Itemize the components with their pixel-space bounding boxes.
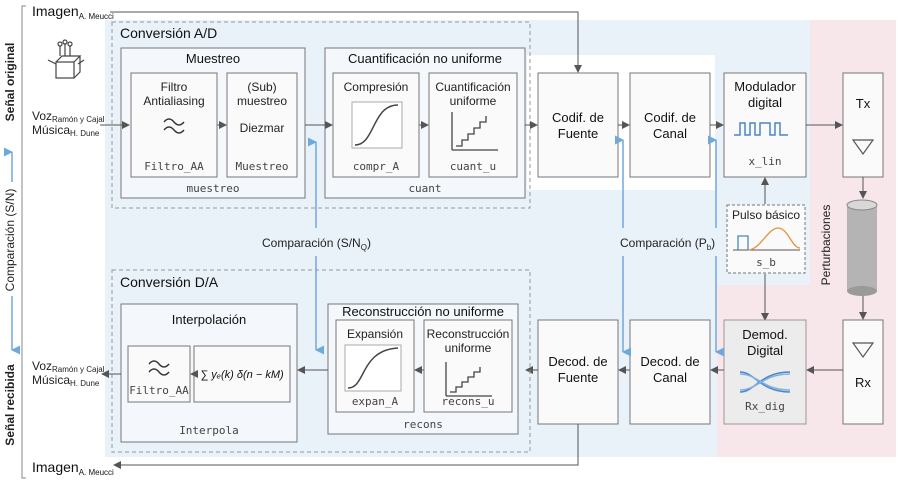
basic-pulse-block[interactable] — [726, 204, 806, 274]
uniform-reconstruction-code: recons_u — [442, 395, 495, 408]
uniform-quantization-code: cuant_u — [450, 160, 496, 173]
channel-decoder-block[interactable] — [629, 319, 711, 425]
da-conversion-title: Conversión D/A — [120, 274, 219, 290]
uniform-quantization-label-1: Cuantificación — [435, 80, 510, 94]
demodulator-block[interactable] — [723, 319, 807, 425]
modulator-label-2: digital — [748, 95, 782, 110]
tx-label: Tx — [856, 96, 871, 111]
ad-conversion-box — [111, 21, 531, 209]
source-coder-label-1: Codif. de — [552, 110, 604, 125]
demodulator-code: Rx_dig — [745, 400, 785, 413]
snq-comparison-label: Comparación (S/NQ) — [262, 236, 371, 252]
demodulator-label-1: Demod. — [742, 327, 788, 342]
interpolation-formula: ∑ yₑ(k) δ(n − kM) — [200, 369, 284, 381]
demodulator-label-2: Digital — [747, 343, 783, 358]
source-coder-label-2: Fuente — [558, 126, 598, 141]
channel-decoder-label-2: Canal — [653, 370, 687, 385]
da-conversion-box — [111, 269, 531, 453]
rx-block[interactable] — [842, 319, 884, 425]
reconstruction-filter-code: Filtro_AA — [129, 384, 189, 397]
image-in-label: ImagenA. Meucci — [32, 3, 114, 21]
compression-curve-icon — [351, 101, 403, 149]
pulse-shape-icon — [733, 227, 801, 251]
uniform-quantization-block[interactable] — [428, 72, 518, 178]
rx-antenna-icon — [851, 342, 875, 359]
image-out-line — [113, 424, 579, 469]
image-in-line — [110, 11, 582, 73]
uniform-reconstruction-label-2: uniforme — [445, 341, 492, 355]
sampling-code: muestreo — [187, 182, 240, 195]
subsampling-label-2: muestreo — [237, 94, 287, 108]
source-decoder-label-2: Fuente — [558, 370, 598, 385]
left-bracket — [21, 5, 26, 479]
microphone-chip-icon — [47, 39, 85, 79]
output-voice-label: VozRamón y Cajal — [32, 359, 105, 374]
reconstruction-code: recons — [403, 418, 443, 431]
expansion-code: expan_A — [352, 395, 399, 408]
expansion-curve-icon — [344, 344, 402, 392]
basic-pulse-title: Pulso básico — [732, 208, 800, 222]
lowpass-filter-icon — [163, 118, 185, 134]
source-decoder-block[interactable] — [537, 319, 619, 425]
quantization-title: Cuantificación no uniforme — [348, 51, 502, 66]
source-coder-block[interactable] — [537, 72, 619, 178]
subsampling-block[interactable] — [226, 72, 298, 178]
subsampling-code: Muestreo — [236, 160, 289, 173]
antialias-filter-label-2: Antialiasing — [143, 94, 204, 108]
quantization-code: cuant — [408, 182, 441, 195]
channel-cylinder-icon — [846, 199, 878, 296]
channel-coder-block[interactable] — [629, 72, 711, 178]
channel-coder-label-2: Canal — [653, 126, 687, 141]
uniform-quantization-label-2: uniforme — [450, 94, 497, 108]
side-label-original: Señal original — [3, 43, 17, 122]
perturbations-label: Perturbaciones — [819, 205, 833, 286]
input-music-label: MúsicaH. Dune — [32, 123, 100, 138]
modulator-block[interactable] — [723, 72, 807, 178]
channel-coder-label-1: Codif. de — [644, 110, 696, 125]
svg-text:Señal original: Señal original — [3, 43, 17, 122]
output-music-label: MúsicaH. Dune — [32, 373, 100, 388]
tx-block[interactable] — [842, 72, 884, 178]
input-voice-label: VozRamón y Cajal — [32, 109, 105, 124]
tx-antenna-icon — [851, 139, 875, 156]
sampling-title: Muestreo — [186, 51, 240, 66]
interpolation-formula-block[interactable] — [193, 345, 291, 403]
uniform-reconstruction-label-1: Reconstrucción — [427, 327, 510, 341]
pb-comparison-label: Comparación (Pb) — [620, 236, 715, 252]
side-label-received: Señal recibida — [3, 364, 17, 446]
subsampling-label-1: (Sub) — [247, 80, 276, 94]
compression-code: compr_A — [353, 160, 400, 173]
uniform-reconstruction-block[interactable] — [423, 319, 513, 413]
antialias-filter-label-1: Filtro — [161, 80, 188, 94]
interpolation-title: Interpolación — [172, 312, 246, 327]
lowpass-filter-icon-out — [148, 360, 170, 376]
svg-text:Comparación (S/N): Comparación (S/N) — [3, 189, 17, 292]
basic-pulse-code: s_b — [756, 256, 776, 269]
staircase-icon-out — [445, 362, 492, 397]
modulator-label-1: Modulador — [734, 79, 796, 94]
modulated-signal-icon — [734, 122, 788, 136]
modulator-code: x_lin — [748, 155, 781, 168]
ad-conversion-title: Conversión A/D — [120, 25, 217, 41]
subsampling-label-3: Diezmar — [240, 121, 285, 135]
staircase-icon — [451, 112, 498, 151]
channel-decoder-label-1: Decod. de — [640, 354, 699, 369]
expansion-label: Expansión — [347, 327, 403, 341]
antialias-filter-code: Filtro_AA — [144, 160, 204, 173]
svg-text:Señal recibida: Señal recibida — [3, 364, 17, 446]
reconstruction-title: Reconstrucción no uniforme — [342, 304, 504, 319]
rx-label: Rx — [855, 375, 871, 390]
source-decoder-label-1: Decod. de — [548, 354, 607, 369]
image-out-label: ImagenA. Meucci — [32, 459, 114, 477]
interpolation-code: Interpola — [179, 424, 239, 437]
compression-label: Compresión — [344, 80, 409, 94]
side-label-comparison: Comparación (S/N) — [3, 189, 17, 292]
eye-diagram-icon — [739, 371, 791, 393]
reconstruction-filter-block[interactable] — [127, 345, 191, 403]
